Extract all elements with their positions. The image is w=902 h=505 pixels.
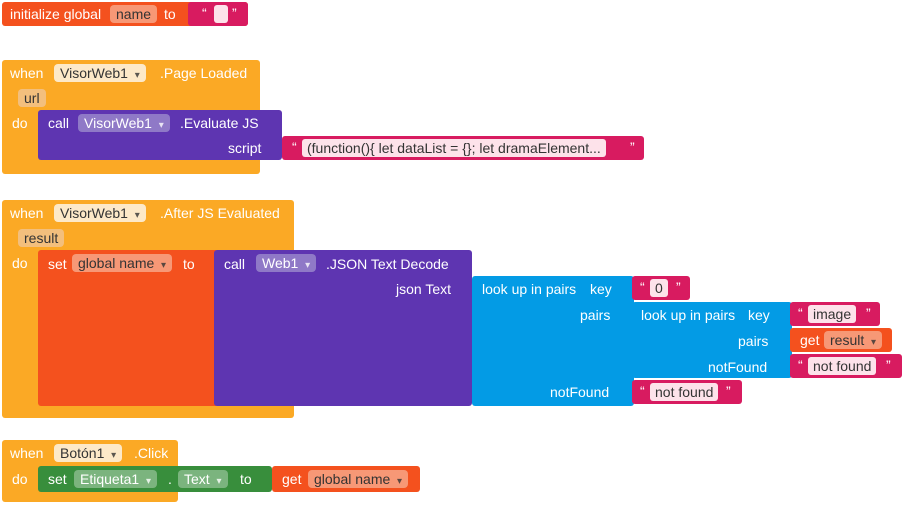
when-label: when: [10, 65, 44, 81]
get-label: get: [282, 471, 302, 487]
set-global-name-block[interactable]: set global name to: [38, 250, 218, 406]
set-label-text-block[interactable]: set Etiqueta1 . Text to: [38, 466, 272, 492]
do-label: do: [12, 115, 28, 131]
key-image-value[interactable]: image: [808, 305, 857, 323]
call-evaluate-js-block[interactable]: call VisorWeb1 .Evaluate JS script: [38, 110, 282, 160]
json-text-arg-label: json Text: [396, 281, 451, 297]
param-result[interactable]: result: [18, 229, 65, 247]
global-name-field[interactable]: name: [110, 5, 158, 23]
call-component-dropdown[interactable]: Web1: [256, 254, 317, 272]
call-label: call: [48, 115, 70, 131]
do-label: do: [12, 471, 28, 487]
get-result-block[interactable]: get result: [790, 328, 892, 352]
empty-text-block[interactable]: “ ”: [188, 2, 248, 26]
notfound-label: notFound: [708, 359, 768, 375]
close-quote: ”: [232, 5, 237, 21]
pairs-label: pairs: [738, 333, 769, 349]
get-global-name-block[interactable]: get global name: [272, 466, 420, 492]
open-quote: “: [202, 5, 207, 21]
key-label: key: [590, 281, 612, 297]
param-url[interactable]: url: [18, 89, 46, 107]
inner-notfound-value[interactable]: not found: [808, 357, 877, 375]
script-arg-label: script: [228, 140, 262, 156]
outer-notfound-value[interactable]: not found: [650, 383, 719, 401]
pairs-label: pairs: [580, 307, 611, 323]
component2-dropdown[interactable]: Etiqueta1: [74, 470, 157, 488]
get-var-dropdown[interactable]: result: [824, 331, 883, 349]
get-label: get: [800, 332, 820, 348]
close-quote: ”: [676, 279, 681, 295]
open-quote: “: [292, 139, 297, 155]
set-label: set: [48, 256, 67, 272]
key-zero-value[interactable]: 0: [650, 279, 668, 297]
component-dropdown[interactable]: VisorWeb1: [54, 64, 146, 82]
open-quote: “: [640, 279, 645, 295]
call-component-dropdown[interactable]: VisorWeb1: [78, 114, 170, 132]
empty-text-value[interactable]: [214, 5, 228, 23]
close-quote: ”: [886, 357, 891, 373]
dot-label: .: [168, 471, 172, 487]
close-quote: ”: [866, 305, 871, 321]
close-quote: ”: [630, 139, 635, 155]
event-name-label: .Page Loaded: [160, 65, 248, 81]
open-quote: “: [798, 357, 803, 373]
open-quote: “: [798, 305, 803, 321]
set-label: set: [48, 471, 67, 487]
event-name-label: .Click: [134, 445, 169, 461]
initialize-global-label: initialize global: [10, 6, 102, 22]
close-quote: ”: [726, 383, 731, 399]
lookup-label: look up in pairs: [482, 281, 577, 297]
key-label: key: [748, 307, 770, 323]
script-text-block[interactable]: “ (function(){ let dataList = {}; let dr…: [282, 136, 644, 160]
method-name-label: .Evaluate JS: [180, 115, 259, 131]
when-label: when: [10, 445, 44, 461]
to-label: to: [183, 256, 195, 272]
component-dropdown[interactable]: Botón1: [54, 444, 123, 462]
event-name-label: .After JS Evaluated: [160, 205, 280, 221]
inner-lookup-block[interactable]: look up in pairs key pairs notFound: [632, 302, 792, 378]
initialize-to-label: to: [164, 6, 176, 22]
get-var-dropdown[interactable]: global name: [308, 470, 409, 488]
property-dropdown[interactable]: Text: [178, 470, 228, 488]
method-name-label: .JSON Text Decode: [326, 256, 449, 272]
lookup-label: look up in pairs: [641, 307, 736, 323]
call-label: call: [224, 256, 246, 272]
notfound-label: notFound: [550, 384, 610, 400]
when-label: when: [10, 205, 44, 221]
inner-notfound-text-block[interactable]: “ not found ”: [790, 354, 902, 378]
to-label: to: [240, 471, 252, 487]
key-zero-text-block[interactable]: “ 0 ”: [632, 276, 690, 300]
component-dropdown[interactable]: VisorWeb1: [54, 204, 146, 222]
open-quote: “: [640, 383, 645, 399]
call-json-decode-block[interactable]: call Web1 .JSON Text Decode json Text: [214, 250, 472, 406]
key-image-text-block[interactable]: “ image ”: [790, 302, 880, 326]
initialize-global-block[interactable]: initialize global name to “ ”: [2, 2, 248, 26]
var-dropdown[interactable]: global name: [72, 254, 173, 272]
do-label: do: [12, 255, 28, 271]
outer-notfound-text-block[interactable]: “ not found ”: [632, 380, 742, 404]
outer-lookup-block[interactable]: look up in pairs key pairs notFound: [472, 276, 634, 406]
script-text-value[interactable]: (function(){ let dataList = {}; let dram…: [302, 139, 606, 157]
